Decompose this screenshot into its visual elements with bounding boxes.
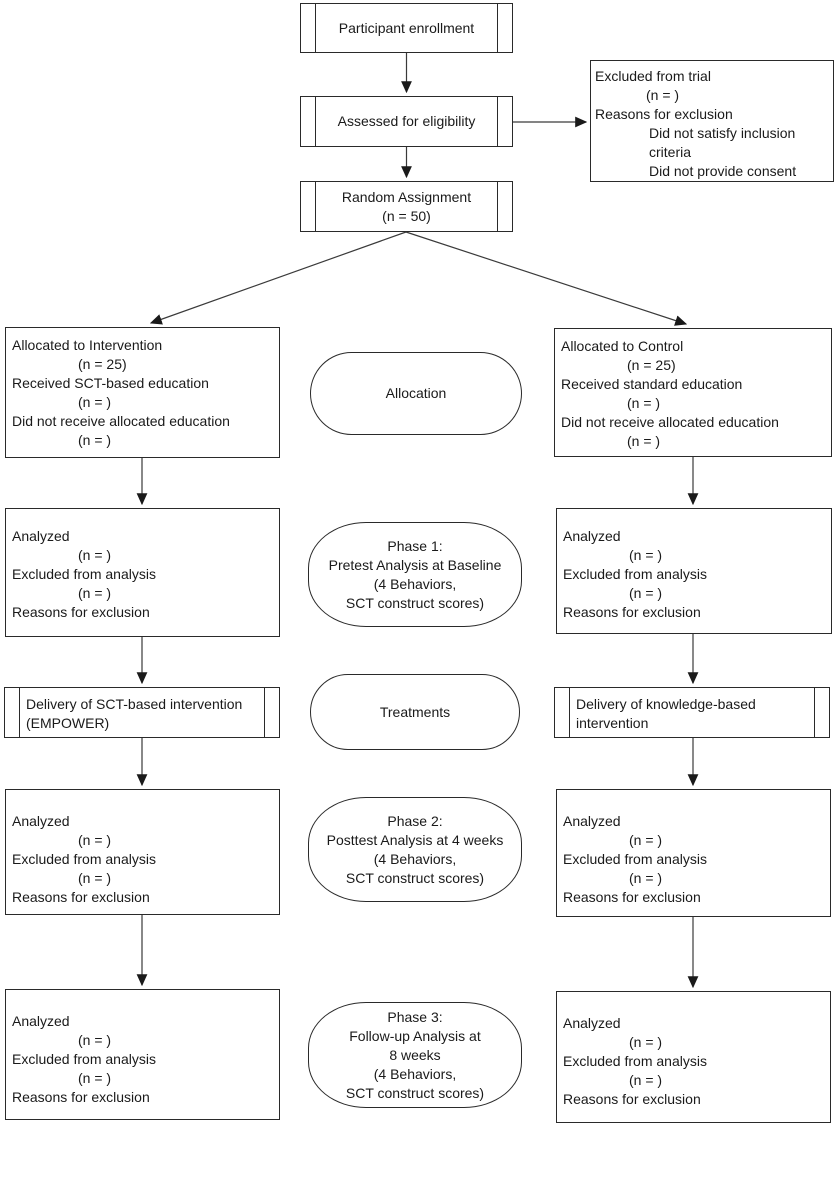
alloc-int-line2: Received SCT-based education (12, 375, 209, 391)
stage-phase2: Phase 2: Posttest Analysis at 4 weeks (4… (308, 797, 522, 902)
analyzed-line1: Analyzed (12, 528, 70, 544)
phase3-line2: Follow-up Analysis at (349, 1027, 481, 1044)
analyzed-line2: Excluded from analysis (12, 851, 156, 867)
random-n: (n = 50) (382, 207, 431, 224)
alloc-ctl-n1: (n = 25) (627, 357, 676, 373)
phase3-line4: (4 Behaviors, (373, 1065, 457, 1082)
analyzed-line1: Analyzed (563, 1015, 621, 1031)
stage-allocation: Allocation (310, 352, 522, 435)
stage-treatments: Treatments (310, 674, 520, 750)
phase1-line2: Pretest Analysis at Baseline (328, 556, 502, 573)
box-allocated-intervention: Allocated to Intervention (n = 25) Recei… (5, 327, 280, 458)
excluded-n: (n = ) (646, 87, 680, 103)
excluded-reason-1: Did not satisfy inclusion criteria (649, 125, 796, 160)
phase3-line1: Phase 3: (387, 1008, 443, 1025)
phase3-line3: 8 weeks (389, 1046, 441, 1063)
analyzed-line1: Analyzed (563, 528, 621, 544)
excluded-title: Excluded from trial (595, 68, 711, 84)
box-analyzed-control-phase1: Analyzed (n = ) Excluded from analysis (… (556, 508, 832, 634)
excluded-reason-2: Did not provide consent (649, 163, 797, 179)
treatment-int-label: Delivery of SCT-based intervention (EMPO… (26, 696, 243, 731)
analyzed-line3: Reasons for exclusion (12, 889, 150, 905)
stage-phase1: Phase 1: Pretest Analysis at Baseline (4… (308, 522, 522, 627)
alloc-ctl-n3: (n = ) (627, 433, 661, 449)
arrow-random-to-control (405, 231, 688, 326)
alloc-int-line3: Did not receive allocated education (12, 413, 230, 429)
alloc-ctl-line2: Received standard education (561, 376, 743, 392)
analyzed-n1: (n = ) (629, 832, 663, 848)
box-analyzed-control-phase3: Analyzed (n = ) Excluded from analysis (… (556, 991, 831, 1123)
analyzed-n2: (n = ) (78, 1070, 112, 1086)
analyzed-n2: (n = ) (78, 870, 112, 886)
analyzed-line2: Excluded from analysis (12, 566, 156, 582)
treatment-ctl-label: Delivery of knowledge-based intervention (576, 696, 756, 731)
analyzed-n1: (n = ) (78, 832, 112, 848)
analyzed-line3: Reasons for exclusion (563, 604, 701, 620)
analyzed-line3: Reasons for exclusion (12, 1089, 150, 1105)
analyzed-line2: Excluded from analysis (563, 566, 707, 582)
analyzed-line2: Excluded from analysis (563, 851, 707, 867)
box-analyzed-control-phase2: Analyzed (n = ) Excluded from analysis (… (556, 789, 831, 917)
phase1-line1: Phase 1: (387, 537, 443, 554)
excluded-reasons-title: Reasons for exclusion (595, 106, 733, 122)
analyzed-n2: (n = ) (629, 585, 663, 601)
analyzed-line3: Reasons for exclusion (563, 889, 701, 905)
phase1-line4: SCT construct scores) (345, 594, 485, 611)
box-treatment-intervention: Delivery of SCT-based intervention (EMPO… (4, 687, 280, 738)
box-random-assignment: Random Assignment (n = 50) (300, 181, 513, 232)
alloc-ctl-n2: (n = ) (627, 395, 661, 411)
analyzed-line3: Reasons for exclusion (12, 604, 150, 620)
alloc-int-n3: (n = ) (78, 432, 112, 448)
phase2-line3: (4 Behaviors, (373, 850, 457, 867)
box-excluded-from-trial: Excluded from trial (n = ) Reasons for e… (590, 60, 834, 182)
box-participant-enrollment: Participant enrollment (300, 3, 513, 53)
box-treatment-control: Delivery of knowledge-based intervention (554, 687, 830, 738)
analyzed-n2: (n = ) (629, 1072, 663, 1088)
alloc-ctl-line1: Allocated to Control (561, 338, 684, 354)
analyzed-n2: (n = ) (629, 870, 663, 886)
analyzed-line2: Excluded from analysis (12, 1051, 156, 1067)
stage-phase3: Phase 3: Follow-up Analysis at 8 weeks (… (308, 1002, 522, 1108)
enrollment-label: Participant enrollment (338, 19, 475, 36)
box-analyzed-intervention-phase2: Analyzed (n = ) Excluded from analysis (… (5, 789, 280, 915)
box-analyzed-intervention-phase1: Analyzed (n = ) Excluded from analysis (… (5, 508, 280, 637)
treatments-label: Treatments (379, 703, 451, 720)
allocation-label: Allocation (385, 385, 447, 401)
analyzed-line2: Excluded from analysis (563, 1053, 707, 1069)
alloc-int-n2: (n = ) (78, 394, 112, 410)
analyzed-n1: (n = ) (78, 1032, 112, 1048)
alloc-ctl-line3: Did not receive allocated education (561, 414, 779, 430)
analyzed-n1: (n = ) (629, 547, 663, 563)
arrow-random-to-intervention (149, 231, 407, 325)
analyzed-line1: Analyzed (12, 813, 70, 829)
box-analyzed-intervention-phase3: Analyzed (n = ) Excluded from analysis (… (5, 989, 280, 1120)
random-label: Random Assignment (341, 188, 472, 205)
alloc-int-line1: Allocated to Intervention (12, 337, 163, 353)
analyzed-line1: Analyzed (12, 1013, 70, 1029)
phase2-line2: Posttest Analysis at 4 weeks (326, 831, 504, 848)
phase2-line1: Phase 2: (387, 812, 443, 829)
box-allocated-control: Allocated to Control (n = 25) Received s… (554, 328, 832, 457)
analyzed-n1: (n = ) (78, 547, 112, 563)
phase1-line3: (4 Behaviors, (373, 575, 457, 592)
analyzed-n1: (n = ) (629, 1034, 663, 1050)
analyzed-n2: (n = ) (78, 585, 112, 601)
phase3-line5: SCT construct scores) (345, 1084, 485, 1101)
analyzed-line1: Analyzed (563, 813, 621, 829)
box-assessed-eligibility: Assessed for eligibility (300, 96, 513, 147)
alloc-int-n1: (n = 25) (78, 356, 127, 372)
eligibility-label: Assessed for eligibility (337, 113, 476, 129)
analyzed-line3: Reasons for exclusion (563, 1091, 701, 1107)
phase2-line4: SCT construct scores) (345, 869, 485, 886)
